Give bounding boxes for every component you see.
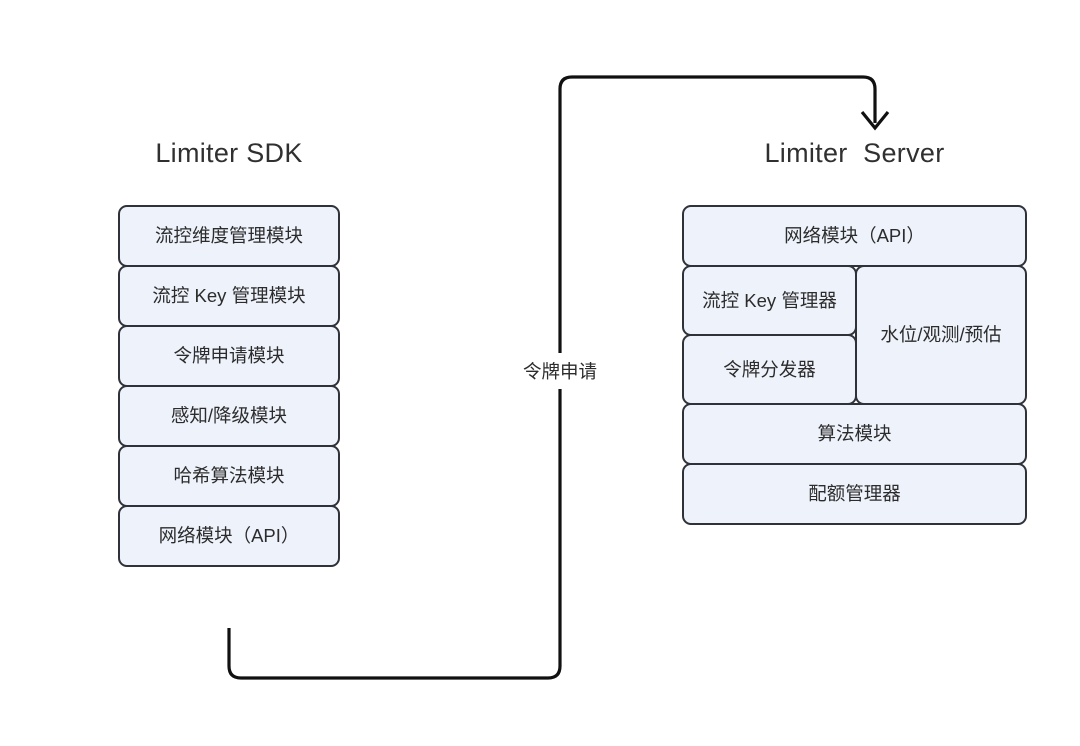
server-column-title: Limiter Server bbox=[764, 138, 945, 168]
server-nested-left-column: 流控 Key 管理器 令牌分发器 bbox=[682, 265, 857, 405]
sdk-module-box[interactable]: 流控 Key 管理模块 bbox=[118, 265, 340, 327]
server-nested-group: 流控 Key 管理器 令牌分发器 水位/观测/预估 bbox=[682, 265, 1027, 405]
sdk-module-box[interactable]: 令牌申请模块 bbox=[118, 325, 340, 387]
server-module-stack: 网络模块（API） 流控 Key 管理器 令牌分发器 水位/观测/预估 算法模块… bbox=[682, 205, 1027, 525]
server-watermark-module-box[interactable]: 水位/观测/预估 bbox=[855, 265, 1027, 405]
server-key-manager-box[interactable]: 流控 Key 管理器 bbox=[682, 265, 857, 336]
server-algorithm-module-box[interactable]: 算法模块 bbox=[682, 403, 1027, 465]
server-row: 网络模块（API） bbox=[682, 205, 1027, 267]
connector-arrowhead-icon bbox=[860, 110, 890, 131]
sdk-module-box[interactable]: 感知/降级模块 bbox=[118, 385, 340, 447]
server-network-module-box[interactable]: 网络模块（API） bbox=[682, 205, 1027, 267]
sdk-module-box[interactable]: 流控维度管理模块 bbox=[118, 205, 340, 267]
server-row: 算法模块 bbox=[682, 403, 1027, 465]
connector-label: 令牌申请 bbox=[490, 353, 630, 389]
server-quota-manager-box[interactable]: 配额管理器 bbox=[682, 463, 1027, 525]
sdk-network-module-box[interactable]: 网络模块（API） bbox=[118, 505, 340, 567]
sdk-module-box[interactable]: 哈希算法模块 bbox=[118, 445, 340, 507]
server-row: 配额管理器 bbox=[682, 463, 1027, 525]
server-token-dispatcher-box[interactable]: 令牌分发器 bbox=[682, 334, 857, 405]
sdk-module-stack: 流控维度管理模块 流控 Key 管理模块 令牌申请模块 感知/降级模块 哈希算法… bbox=[118, 205, 340, 567]
sdk-column-title: Limiter SDK bbox=[155, 138, 303, 168]
